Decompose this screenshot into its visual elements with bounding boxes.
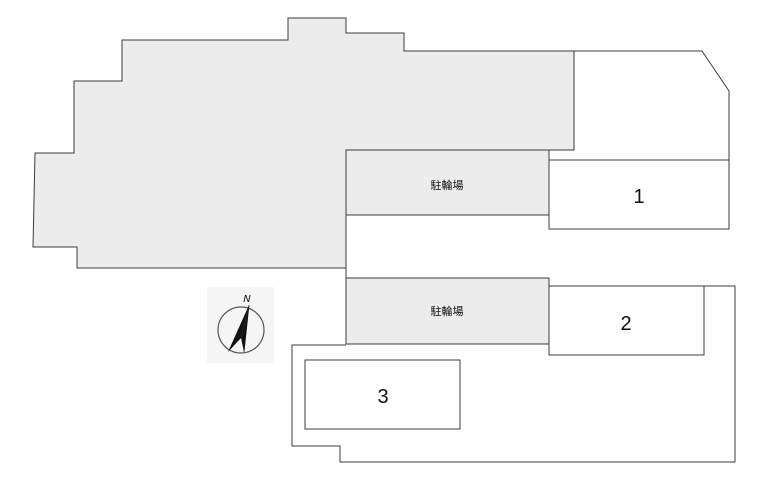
parking-space-area [548, 159, 730, 230]
compass: N [207, 287, 274, 363]
parking-space-number: 2 [620, 313, 631, 335]
parking-space-area [548, 285, 705, 356]
parking-space-number: 3 [377, 386, 388, 408]
parking-space-1: 1 [548, 159, 730, 230]
north-arrow-icon [228, 304, 250, 353]
bike-parking-1: 駐輪場 [345, 149, 550, 216]
compass-ring [217, 306, 265, 354]
main-building [32, 17, 575, 269]
bike-parking-area [345, 149, 550, 216]
bike-parking-area [345, 277, 550, 345]
parking-space-2: 2 [548, 285, 705, 356]
bike-parking-label: 駐輪場 [431, 304, 464, 318]
parking-space-number: 1 [633, 186, 644, 208]
parking-space-3: 3 [304, 359, 461, 430]
bike-parking-label: 駐輪場 [431, 178, 464, 192]
parking-space-area [304, 359, 461, 430]
compass-north-label: N [243, 294, 251, 305]
lot-outline-lower [291, 285, 736, 463]
bike-parking-2: 駐輪場 [345, 277, 550, 345]
